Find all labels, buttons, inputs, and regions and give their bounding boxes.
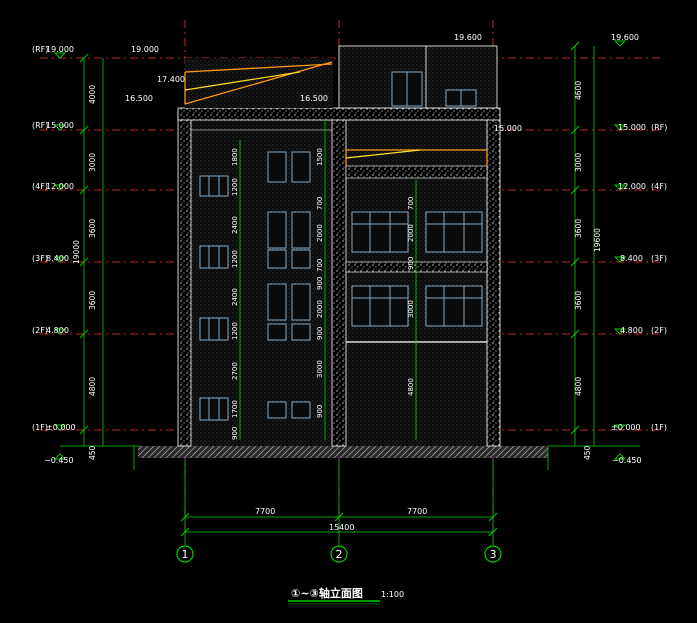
top-label-d: 16.500 [300, 94, 328, 103]
bay-left-dim-0: 1800 [231, 148, 239, 166]
bay-mid-b-dim-4: 4800 [407, 378, 415, 396]
right-level-floor-1: (RF) [651, 123, 667, 132]
right-level-labels: 19.600 15.000 (RF) 12.000 (4F) 8.400 (3F… [611, 33, 667, 465]
top-label-f: 15.000 [494, 124, 522, 133]
drawing-scale: 1:100 [381, 590, 404, 599]
yellow-lines [184, 71, 421, 159]
right-level-elev-2: 12.000 [618, 182, 646, 191]
right-dim-4: 4800 [574, 377, 583, 396]
bay-mid-a-dim-2: 2000 [316, 224, 324, 242]
right-level-elev-1: 15.000 [618, 123, 646, 132]
axis-bubble-2: 2 [330, 545, 348, 563]
right-dim-5: 450 [583, 445, 592, 460]
bay-mid-b-dim-1: 2000 [407, 224, 415, 242]
right-level-floor-3: (3F) [651, 254, 667, 263]
left-dimension-texts: 4000 3000 3600 3600 4800 450 19000 [72, 85, 97, 460]
bay-left-dim-8: 900 [231, 427, 239, 440]
axis-bubble-1: 1 [176, 545, 194, 563]
left-level-floor-1: (RF) [32, 121, 48, 130]
bay-left-dim-3: 1200 [231, 250, 239, 268]
roof-slope-lines [184, 61, 488, 166]
ground-left-label: −0.450 [44, 456, 74, 465]
right-dim-1: 3000 [574, 153, 583, 172]
left-dim-3: 3600 [88, 291, 97, 310]
ground-strip [138, 446, 548, 458]
windows-right-bay [351, 71, 483, 327]
axis-label-2: 2 [336, 548, 343, 561]
bay-mid-a-dim-0: 1500 [316, 148, 324, 166]
right-level-elev-5: ±0.000 [611, 423, 641, 432]
left-level-floor-3: (3F) [32, 254, 48, 263]
axis-bubble-3: 3 [484, 545, 502, 563]
left-total-dim: 19000 [72, 240, 81, 264]
bay-mid-a-dim-6: 900 [316, 327, 324, 340]
left-dim-1: 3000 [88, 153, 97, 172]
right-level-floor-5: (1F) [651, 423, 667, 432]
left-dim-5: 450 [88, 445, 97, 460]
bay-mid-a-dim-7: 3000 [316, 360, 324, 378]
windows-left-bay [199, 151, 311, 421]
bay-mid-b-dim-0: 700 [407, 197, 415, 210]
left-level-floor-5: (1F) [32, 423, 48, 432]
left-level-floor-2: (4F) [32, 182, 48, 191]
dimension-ticks [79, 41, 580, 537]
bottom-dim-0: 7700 [255, 507, 275, 516]
left-level-floor-0: (RF) [32, 45, 48, 54]
bay-left-dim-1: 1200 [231, 178, 239, 196]
left-dim-0: 4000 [88, 85, 97, 104]
left-level-elev-5: ±0.000 [46, 423, 76, 432]
right-level-elev-3: 8.400 [620, 254, 643, 263]
bay-mid-a-dim-1: 700 [316, 197, 324, 210]
bay-mid-dimension-texts: 1500 700 2000 700 900 2000 900 3000 900 … [316, 148, 415, 418]
left-level-labels: (RF) 19.000 (RF) 15.000 (4F) 12.000 (3F)… [32, 45, 76, 465]
building-facade [177, 45, 501, 447]
bay-mid-a-dim-5: 2000 [316, 300, 324, 318]
left-dim-4: 4800 [88, 377, 97, 396]
ground-right-label: −0.450 [612, 456, 642, 465]
right-dim-0: 4600 [574, 81, 583, 100]
left-level-floor-4: (2F) [32, 326, 48, 335]
bay-mid-a-dim-4: 900 [316, 277, 324, 290]
left-level-elev-1: 15.000 [46, 121, 74, 130]
left-level-elev-4: 4.800 [46, 326, 69, 335]
drawing-title: ①~③轴立面图 [291, 586, 363, 600]
bay-mid-a-dim-8: 900 [316, 405, 324, 418]
top-label-a: 19.000 [131, 45, 159, 54]
top-label-e: 19.600 [454, 33, 482, 42]
bay-left-dim-4: 2400 [231, 288, 239, 306]
level-markers [53, 40, 627, 460]
bay-mid-b-dim-2: 900 [407, 257, 415, 270]
left-dim-2: 3600 [88, 219, 97, 238]
left-level-elev-3: 8.400 [46, 254, 69, 263]
right-level-elev-0: 19.600 [611, 33, 639, 42]
axis-label-3: 3 [490, 548, 497, 561]
right-level-floor-2: (4F) [651, 182, 667, 191]
left-level-elev-2: 12.000 [46, 182, 74, 191]
bay-left-dim-5: 1200 [231, 322, 239, 340]
left-level-elev-0: 19.000 [46, 45, 74, 54]
right-level-floor-4: (2F) [651, 326, 667, 335]
bay-left-dim-6: 2700 [231, 362, 239, 380]
right-total-dim: 19600 [593, 228, 602, 252]
top-label-c: 16.500 [125, 94, 153, 103]
axis-bubbles: 1 2 3 [176, 545, 502, 563]
right-level-elev-4: 4.800 [620, 326, 643, 335]
bottom-total-dim: 15400 [329, 523, 354, 532]
bottom-dimension-texts: 7700 7700 15400 [255, 507, 427, 532]
right-dim-2: 3600 [574, 219, 583, 238]
top-level-labels: 19.000 17.400 16.500 16.500 19.600 15.00… [125, 33, 522, 133]
bay-mid-a-dim-3: 700 [316, 259, 324, 272]
bay-left-dimension-texts: 1800 1200 2400 1200 2400 1200 2700 1700 … [231, 148, 239, 440]
axis-label-1: 1 [182, 548, 189, 561]
right-dimension-texts: 4600 3000 3600 3600 4800 450 19600 [574, 81, 602, 460]
bay-left-dim-7: 1700 [231, 400, 239, 418]
right-dim-3: 3600 [574, 291, 583, 310]
bay-mid-b-dim-3: 3000 [407, 300, 415, 318]
bottom-dim-1: 7700 [407, 507, 427, 516]
top-label-b: 17.400 [157, 75, 185, 84]
drawing-title-block: ①~③轴立面图 1:100 [288, 586, 404, 605]
bay-left-dim-2: 2400 [231, 216, 239, 234]
